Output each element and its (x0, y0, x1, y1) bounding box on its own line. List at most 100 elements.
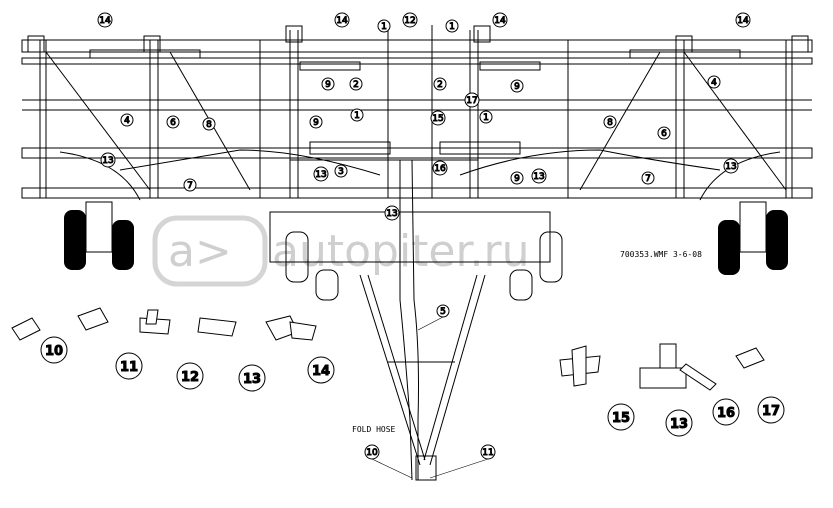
callout-7-a: 7 (183, 178, 197, 192)
callout-15: 15 (430, 110, 446, 126)
svg-text:1: 1 (381, 22, 387, 32)
svg-text:2: 2 (353, 80, 359, 90)
wheel-right (718, 201, 788, 275)
part-bubble-13b: 13 (665, 409, 693, 437)
svg-text:1: 1 (354, 111, 360, 121)
svg-text:17: 17 (466, 96, 477, 106)
svg-text:16: 16 (717, 406, 735, 421)
watermark-text: autopiter.ru (272, 226, 530, 277)
wheel-left (64, 201, 134, 270)
svg-text:7: 7 (187, 181, 193, 191)
callout-13-a: 13 (313, 166, 329, 182)
callout-4-a: 4 (120, 113, 134, 127)
svg-text:12: 12 (181, 370, 199, 385)
svg-text:5: 5 (440, 307, 446, 317)
svg-text:14: 14 (336, 16, 348, 26)
svg-text:11: 11 (120, 360, 138, 375)
svg-text:15: 15 (432, 114, 443, 124)
fold-hose-label: FOLD HOSE (352, 425, 396, 434)
leader-lines (371, 316, 489, 479)
drawing-stamp: 700353.WMF 3-6-08 (620, 250, 702, 259)
toolbar-frame (21, 25, 813, 199)
callout-2-b: 2 (433, 77, 447, 91)
callout-6-b: 6 (657, 126, 671, 140)
part-bubble-14: 14 (307, 356, 335, 384)
callout-14-a: 14 (97, 12, 113, 28)
svg-text:9: 9 (325, 80, 331, 90)
svg-text:4: 4 (711, 78, 717, 88)
callout-14-b: 14 (334, 12, 350, 28)
watermark: a> autopiter.ru (152, 215, 530, 287)
loose-parts (11, 307, 765, 391)
svg-text:13: 13 (102, 156, 113, 166)
part-13-tee (197, 317, 237, 337)
callout-13-c: 13 (100, 152, 116, 168)
part-17-fitting (735, 347, 765, 369)
svg-text:13: 13 (533, 172, 544, 182)
callout-14-d: 14 (735, 12, 751, 28)
part-11-fitting (77, 307, 109, 331)
callout-5: 5 (436, 304, 450, 318)
callout-8-b: 8 (603, 115, 617, 129)
callout-6-a: 6 (166, 115, 180, 129)
part-13-valve-block (639, 343, 687, 389)
callout-11: 11 (480, 444, 496, 460)
center-wheels (269, 211, 563, 301)
svg-text:10: 10 (45, 344, 63, 359)
callout-13-d: 13 (723, 158, 739, 174)
watermark-logo: a> (168, 226, 232, 277)
svg-text:4: 4 (124, 116, 130, 126)
svg-text:13: 13 (670, 417, 688, 432)
svg-text:1: 1 (449, 22, 455, 32)
callout-16: 16 (432, 160, 448, 176)
svg-text:9: 9 (514, 82, 520, 92)
callout-9-a: 9 (321, 77, 335, 91)
svg-text:13: 13 (386, 209, 397, 219)
svg-text:15: 15 (612, 411, 630, 426)
svg-text:6: 6 (170, 118, 176, 128)
callout-13-b: 13 (531, 168, 547, 184)
part-bubble-12: 12 (176, 362, 204, 390)
callout-1-c: 1 (350, 108, 364, 122)
svg-text:14: 14 (494, 16, 506, 26)
svg-text:8: 8 (607, 118, 613, 128)
callout-8-a: 8 (202, 117, 216, 131)
svg-text:13: 13 (243, 372, 261, 387)
part-16-valve (679, 363, 717, 391)
part-bubble-11: 11 (115, 352, 143, 380)
callout-1-d: 1 (479, 110, 493, 124)
callout-14-c: 14 (492, 12, 508, 28)
svg-text:6: 6 (661, 129, 667, 139)
svg-text:7: 7 (645, 174, 651, 184)
svg-text:17: 17 (762, 404, 780, 419)
svg-text:10: 10 (366, 448, 378, 458)
svg-text:3: 3 (338, 167, 344, 177)
svg-text:1: 1 (483, 113, 489, 123)
svg-text:2: 2 (437, 80, 443, 90)
callouts: 14 14 14 14 1 12 1 9 9 2 2 17 4 6 8 4 6 … (97, 12, 751, 460)
callout-2-a: 2 (349, 77, 363, 91)
callout-1-b: 1 (445, 19, 459, 33)
svg-text:14: 14 (312, 364, 330, 379)
tow-hitch (359, 274, 486, 481)
hydraulic-hoses (59, 149, 781, 481)
part-10-fitting (11, 317, 41, 341)
part-12-tee (139, 309, 171, 335)
part-bubble-16: 16 (712, 398, 740, 426)
part-14-elbow (265, 315, 317, 341)
svg-text:9: 9 (514, 174, 520, 184)
svg-text:13: 13 (725, 162, 736, 172)
svg-text:14: 14 (99, 16, 111, 26)
callout-4-b: 4 (707, 75, 721, 89)
svg-text:13: 13 (315, 170, 326, 180)
svg-text:14: 14 (737, 16, 749, 26)
callout-1-a: 1 (377, 19, 391, 33)
svg-text:12: 12 (404, 16, 415, 26)
svg-text:8: 8 (206, 120, 212, 130)
callout-9-d: 9 (510, 171, 524, 185)
part-15-tee (559, 345, 601, 387)
part-bubble-17: 17 (757, 396, 785, 424)
svg-text:9: 9 (313, 118, 319, 128)
part-bubble-15: 15 (607, 403, 635, 431)
